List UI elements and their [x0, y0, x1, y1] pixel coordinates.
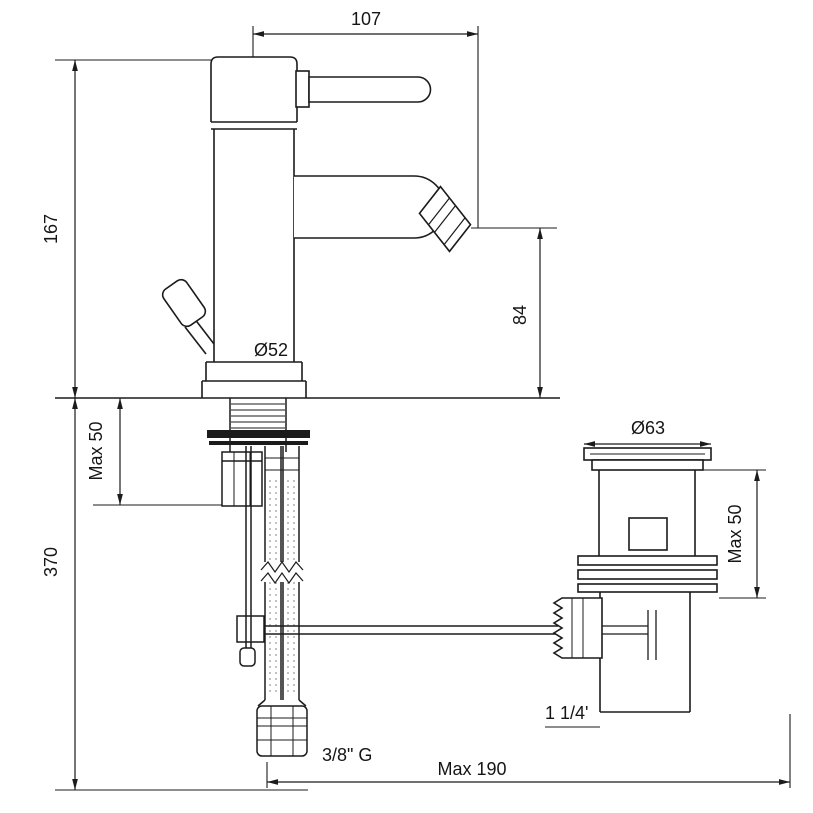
waste-assembly	[552, 447, 718, 713]
faucet-body	[213, 129, 295, 362]
hose-break-mark	[260, 560, 304, 585]
popup-knob	[161, 278, 215, 355]
dim-label-waste-deck-thickness: Max 50	[725, 504, 745, 563]
supply-hoses	[256, 446, 308, 757]
waste-flange	[583, 447, 712, 471]
spout	[294, 175, 446, 239]
seal-washers	[207, 430, 310, 445]
dim-label-spout-reach: 107	[351, 9, 381, 29]
dim-label-max-drain-offset: Max 190	[437, 759, 506, 779]
dimension-extension-lines	[55, 26, 791, 791]
cartridge-cap	[210, 56, 298, 130]
dim-label-spout-height: 84	[510, 305, 530, 325]
faucet-base	[201, 361, 307, 398]
dim-label-deck-thickness: Max 50	[86, 421, 106, 480]
handle-joint	[295, 70, 310, 108]
rod-end-cap	[239, 647, 256, 667]
under-deck-assembly	[207, 398, 558, 757]
dimension-lines	[72, 31, 790, 790]
dim-label-waste-outlet-size: 1 1/4'	[545, 703, 588, 723]
waste-tailpiece	[599, 592, 691, 713]
waste-body	[598, 470, 696, 556]
dim-label-waste-flange-diameter: Ø63	[631, 418, 665, 438]
handle-lever	[295, 70, 432, 108]
dim-label-hose-connection: 3/8" G	[322, 745, 372, 765]
locknut-washers	[577, 555, 718, 593]
knurled-adjuster	[552, 597, 603, 659]
dim-label-under-deck-length: 370	[41, 547, 61, 577]
aerator	[418, 185, 472, 253]
horizontal-linkage-rod	[264, 625, 558, 635]
mounting-nut	[221, 451, 263, 507]
hose-end-fitting	[256, 699, 308, 757]
internal-popup-linkage	[602, 610, 657, 660]
popup-rod	[236, 446, 265, 667]
overflow-hole	[628, 517, 668, 551]
mixer-faucet	[161, 56, 472, 398]
dim-label-base-diameter: Ø52	[254, 340, 288, 360]
dim-label-mixer-height: 167	[41, 214, 61, 244]
